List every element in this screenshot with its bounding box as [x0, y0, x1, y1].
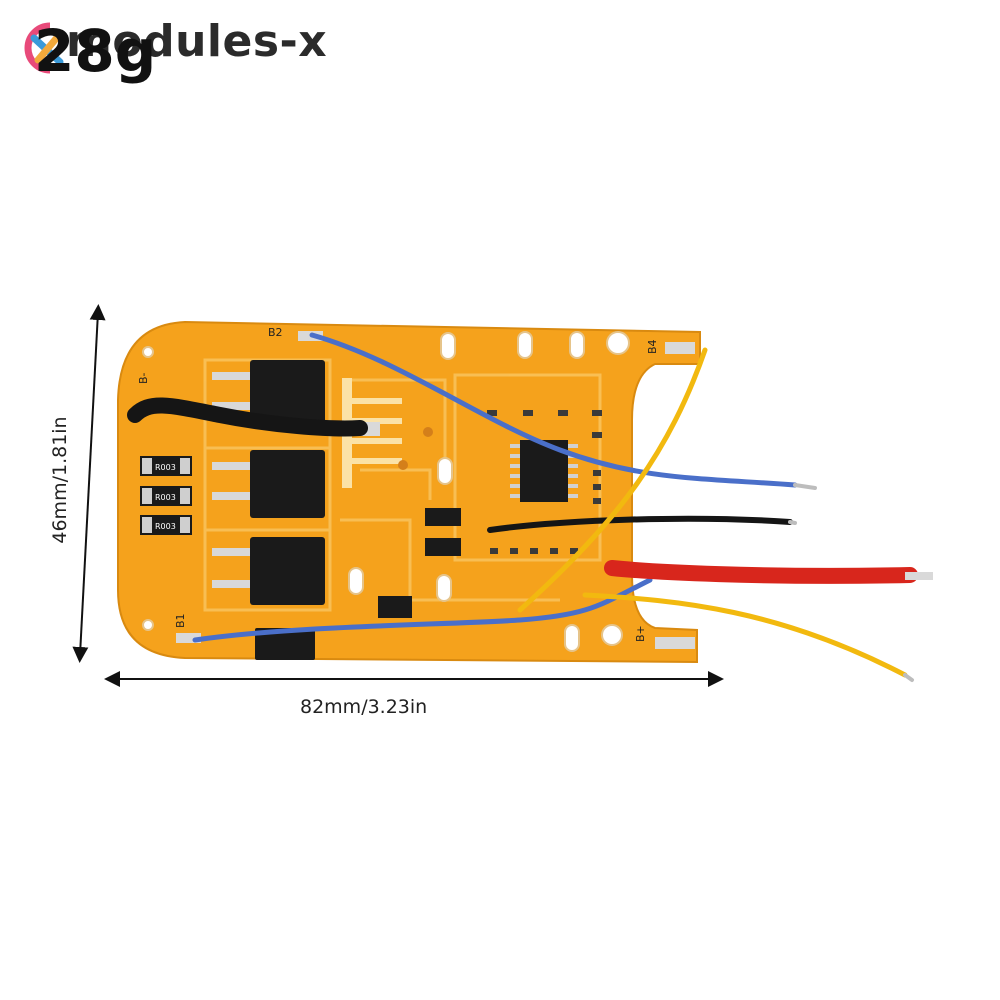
- height-dimension-label: 46mm/1.81in: [49, 416, 71, 544]
- shunt-resistors: [140, 456, 192, 535]
- wire-yellow: [517, 347, 908, 678]
- weight-label: 28g: [34, 17, 157, 85]
- pad-label-b2: B2: [268, 326, 283, 339]
- width-dimension-label: 82mm/3.23in: [300, 696, 428, 718]
- resistor-label: R003: [155, 463, 176, 472]
- pad-label-b4: B4: [646, 339, 659, 354]
- resistor-label: R003: [155, 493, 176, 502]
- pad-label-b-minus: B-: [137, 372, 150, 384]
- resistor-label: R003: [155, 522, 176, 531]
- pad-label-b-plus: B+: [634, 625, 647, 642]
- height-dimension-arrow: [72, 304, 106, 663]
- mosfet-group: [212, 360, 325, 660]
- wire-blue: [192, 332, 798, 643]
- brand-logo-icon: [24, 22, 64, 74]
- wire-black: [127, 397, 793, 533]
- wire-red: [604, 560, 933, 584]
- pad-label-b1: B1: [174, 613, 187, 628]
- brand-name: modules-x: [66, 16, 328, 67]
